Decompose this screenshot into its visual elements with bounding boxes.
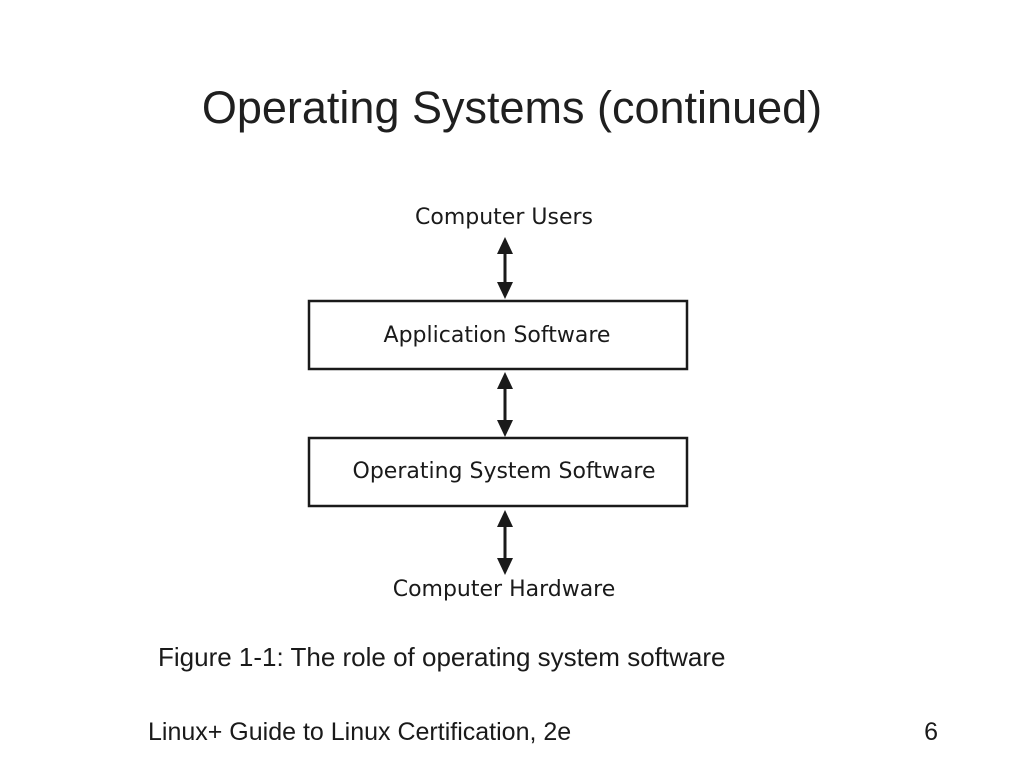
application-software-box: Application Software (307, 299, 689, 371)
operating-system-software-box: Operating System Software (307, 436, 689, 508)
slide-title: Operating Systems (continued) (201, 82, 823, 133)
double-arrow-os-hardware (497, 510, 513, 575)
figure-caption: Figure 1-1: The role of operating system… (158, 642, 726, 672)
slide-page-number: 6 (924, 718, 938, 746)
double-arrow-users-application (497, 237, 513, 299)
computer-users-label: Computer Users (415, 205, 593, 230)
footer-course-title: Linux+ Guide to Linux Certification, 2e (148, 718, 572, 746)
computer-hardware-label: Computer Hardware (393, 577, 616, 602)
application-software-label: Application Software (384, 323, 611, 348)
operating-system-software-label: Operating System Software (353, 459, 656, 484)
double-arrow-application-os (497, 372, 513, 437)
